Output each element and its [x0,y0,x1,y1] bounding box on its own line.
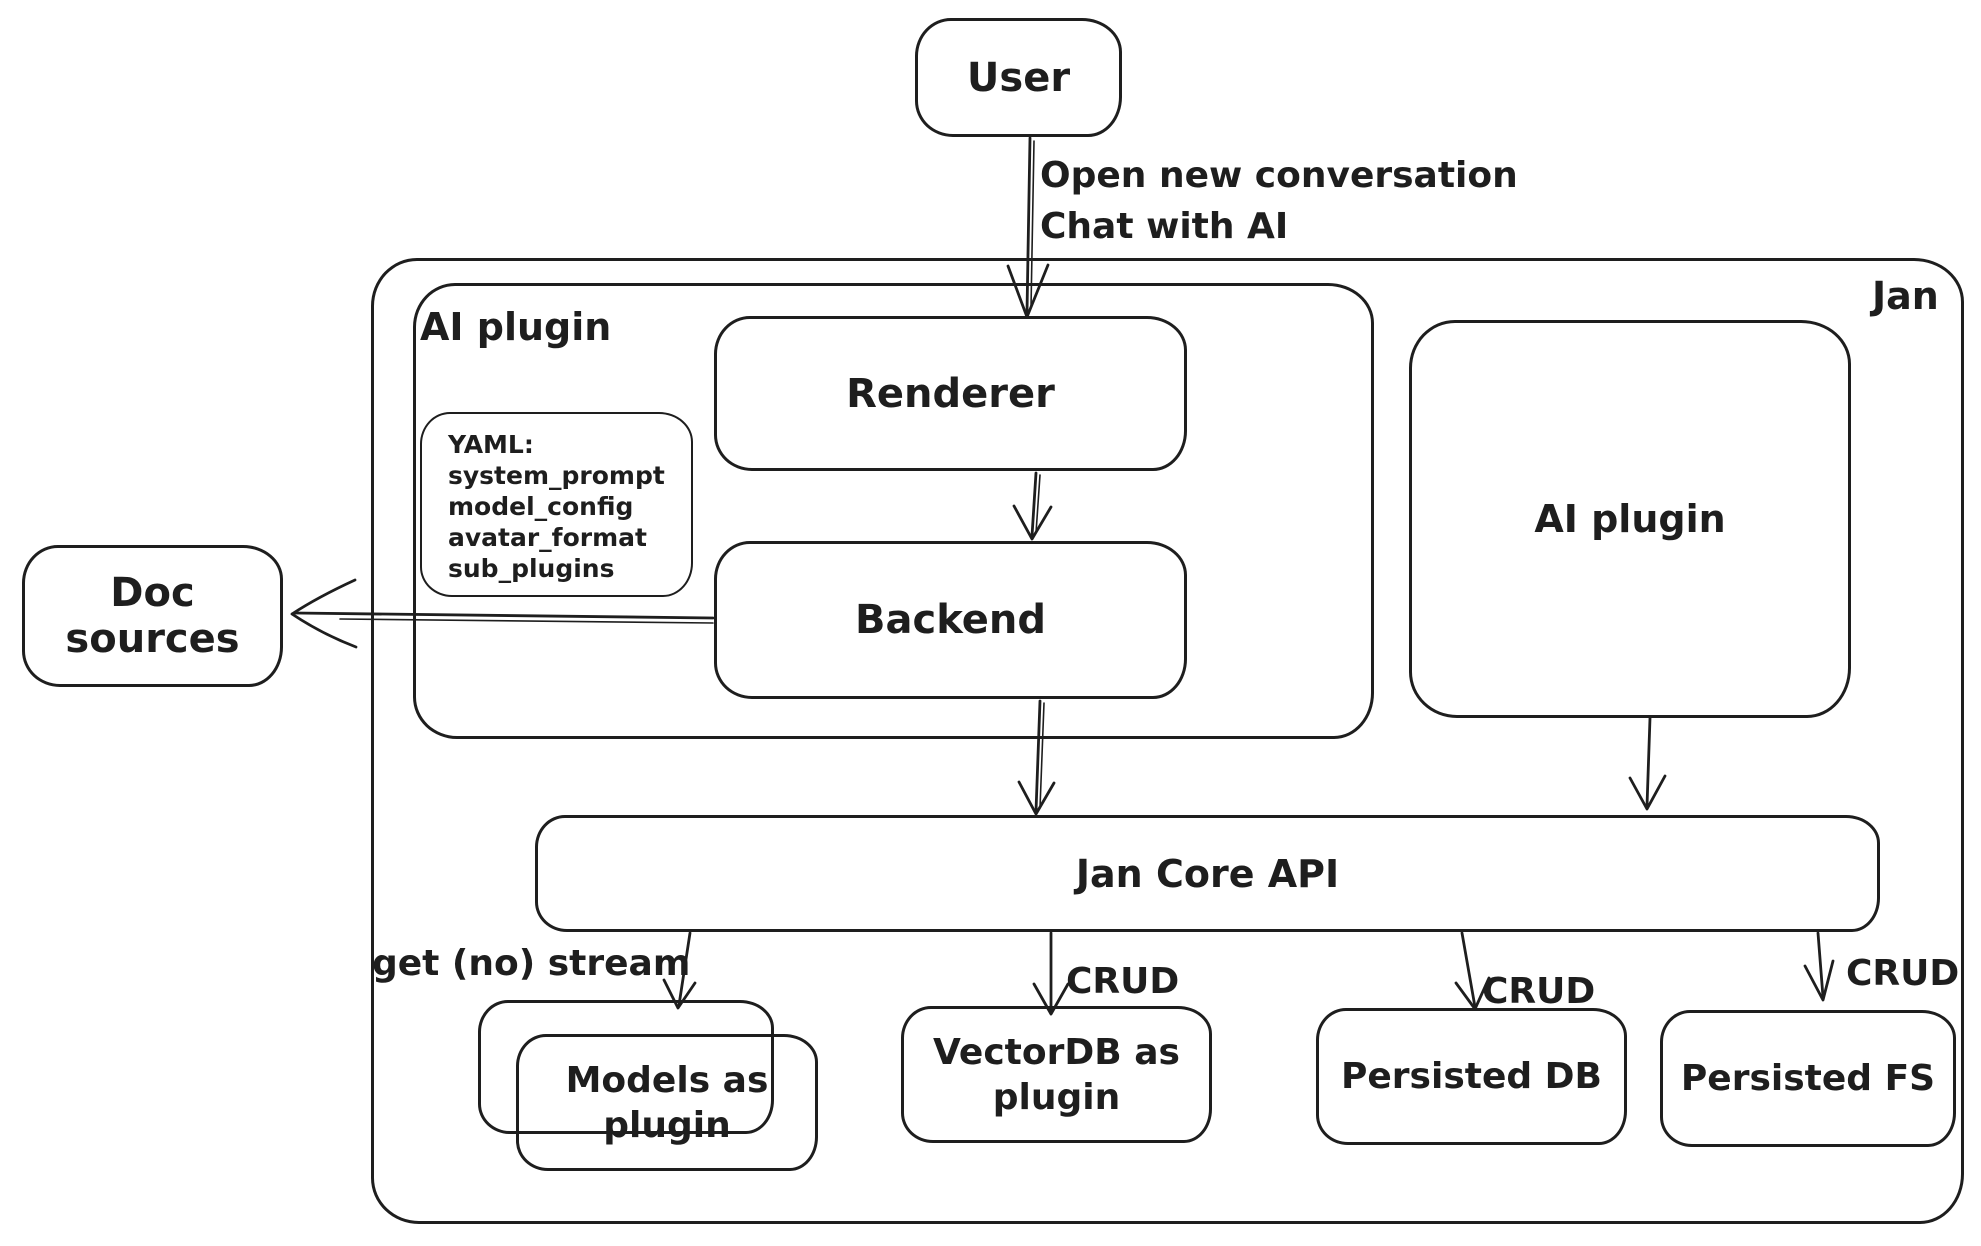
jan-container [371,258,1964,1224]
yaml-note-line: YAML: [448,430,534,459]
yaml-note-line: system_prompt [448,461,665,490]
yaml-note-line: model_config [448,492,634,521]
yaml-note-line: sub_plugins [448,554,615,583]
models-plugin-back-node [478,1000,774,1134]
ai-plugin-right-node: AI plugin [1409,320,1851,718]
vectordb-plugin-node: VectorDB as plugin [901,1006,1212,1143]
edge-label-crud-vectordb: CRUD [1066,961,1180,1002]
user-node: User [915,18,1122,137]
persisted-db-node: Persisted DB [1316,1008,1627,1145]
yaml-note: YAML: system_prompt model_config avatar_… [420,412,693,597]
edge-label-user-flow: Open new conversation Chat with AI [1040,155,1518,248]
models-plugin-node: Models as plugin [516,1034,818,1171]
jan-container-label: Jan [1872,274,1939,318]
renderer-node: Renderer [714,316,1187,471]
arrowhead-backend-to-doc-sources [290,578,358,649]
doc-sources-node: Doc sources [22,545,283,687]
edge-label-crud-persisted-fs: CRUD [1846,953,1960,994]
edge-label-get-stream: get (no) stream [372,943,691,984]
yaml-note-line: avatar_format [448,523,647,552]
persisted-fs-node: Persisted FS [1660,1010,1956,1147]
jan-core-api-node: Jan Core API [535,815,1880,932]
ai-plugin-container [413,283,1374,739]
ai-plugin-container-label: AI plugin [420,305,612,349]
edge-label-crud-persisted-db: CRUD [1482,971,1596,1012]
backend-node: Backend [714,541,1187,699]
